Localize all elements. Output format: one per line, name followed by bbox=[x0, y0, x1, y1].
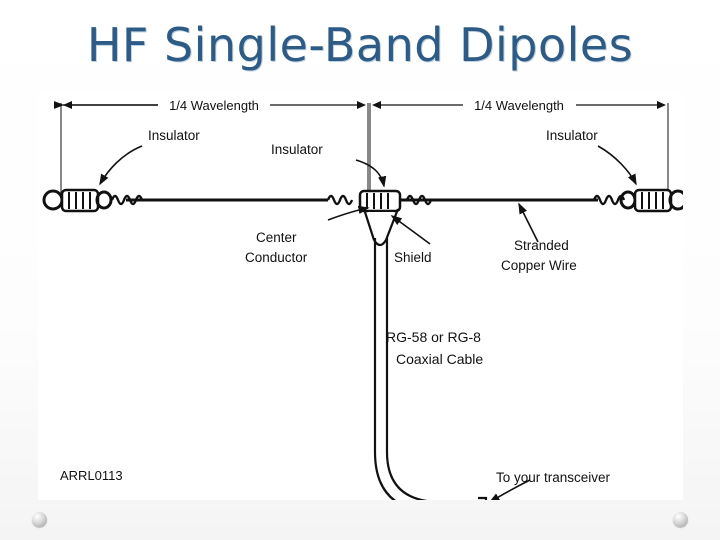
dipole-diagram: 1/4 Wavelength 1/4 Wavelength bbox=[38, 92, 683, 500]
dimension-left bbox=[53, 101, 369, 202]
label-shield: Shield bbox=[394, 250, 432, 265]
label-center-conductor-line1: Center bbox=[256, 230, 297, 245]
bullet-dot-left bbox=[32, 512, 47, 527]
coaxial-cable bbox=[373, 238, 488, 500]
label-quarter-wave-left: 1/4 Wavelength bbox=[169, 98, 259, 113]
label-insulator-center: Insulator bbox=[271, 142, 323, 157]
insulator-right-graphic bbox=[592, 188, 683, 213]
insulator-left-graphic bbox=[42, 188, 144, 213]
leader-lines bbox=[99, 145, 637, 500]
label-to-transceiver: To your transceiver bbox=[496, 470, 611, 485]
bullet-dot-right bbox=[673, 512, 688, 527]
label-coax-line2: Coaxial Cable bbox=[396, 351, 483, 367]
label-center-conductor-line2: Conductor bbox=[245, 250, 308, 265]
dipole-diagram-svg: 1/4 Wavelength 1/4 Wavelength bbox=[42, 98, 683, 500]
page-title: HF Single-Band Dipoles bbox=[86, 18, 634, 72]
label-insulator-right: Insulator bbox=[546, 128, 598, 143]
label-coax-line1: RG-58 or RG-8 bbox=[386, 329, 481, 345]
figure-id-label: ARRL0113 bbox=[60, 468, 123, 483]
label-insulator-left: Insulator bbox=[148, 128, 200, 143]
label-stranded-line1: Stranded bbox=[514, 238, 569, 253]
insulator-center-graphic bbox=[326, 189, 433, 247]
label-quarter-wave-right: 1/4 Wavelength bbox=[474, 98, 564, 113]
dimension-right bbox=[369, 101, 669, 202]
label-stranded-line2: Copper Wire bbox=[501, 258, 577, 273]
